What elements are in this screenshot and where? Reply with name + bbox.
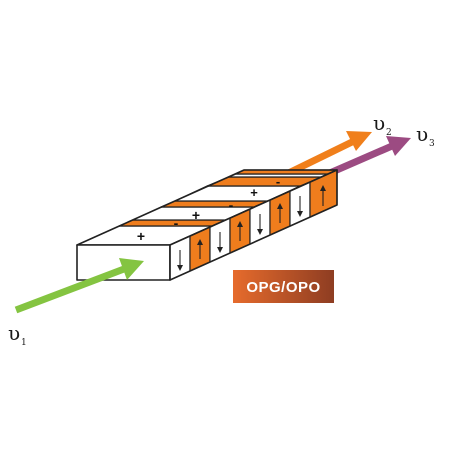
polarization-down-arrow-4 [297, 196, 303, 217]
polarization-down-arrow-1 [177, 250, 183, 271]
polarization-up-arrow-3 [277, 203, 283, 223]
signal-frequency-label: υ 2 [373, 111, 392, 138]
crystal-top-face [76, 169, 338, 246]
polarization-down-arrow-3 [257, 214, 263, 235]
device-badge-label: OPG/OPO [246, 279, 320, 296]
idler-frequency-label: υ 3 [416, 122, 435, 149]
sign-plus-2: + [192, 207, 200, 223]
domain-stripe-2 [118, 219, 227, 227]
domain-stripe-4 [160, 200, 269, 208]
polarization-down-arrow-2 [217, 232, 223, 253]
idler-frequency-symbol: υ [416, 122, 428, 146]
pump-beam-arrow [14, 258, 144, 314]
signal-frequency-subscript: 2 [386, 128, 392, 138]
sign-plus-3: + [250, 185, 258, 200]
polarization-up-arrow-2 [237, 221, 243, 241]
input-frequency-subscript: 1 [21, 338, 27, 348]
polarization-up-arrow-4 [320, 185, 326, 206]
polarization-up-arrow-1 [197, 239, 203, 259]
domain-signs: + - + - + - [137, 174, 280, 244]
signal-frequency-symbol: υ [373, 111, 385, 135]
idler-frequency-subscript: 3 [429, 139, 435, 149]
device-badge: OPG/OPO [233, 270, 334, 303]
input-frequency-symbol: υ [8, 321, 20, 345]
input-frequency-label: υ 1 [8, 321, 27, 348]
sign-minus-1: - [174, 215, 179, 231]
sign-plus-1: + [137, 228, 145, 244]
crystal-side-face [169, 169, 338, 281]
sign-minus-2: - [229, 197, 234, 213]
sign-minus-3: - [276, 174, 280, 189]
